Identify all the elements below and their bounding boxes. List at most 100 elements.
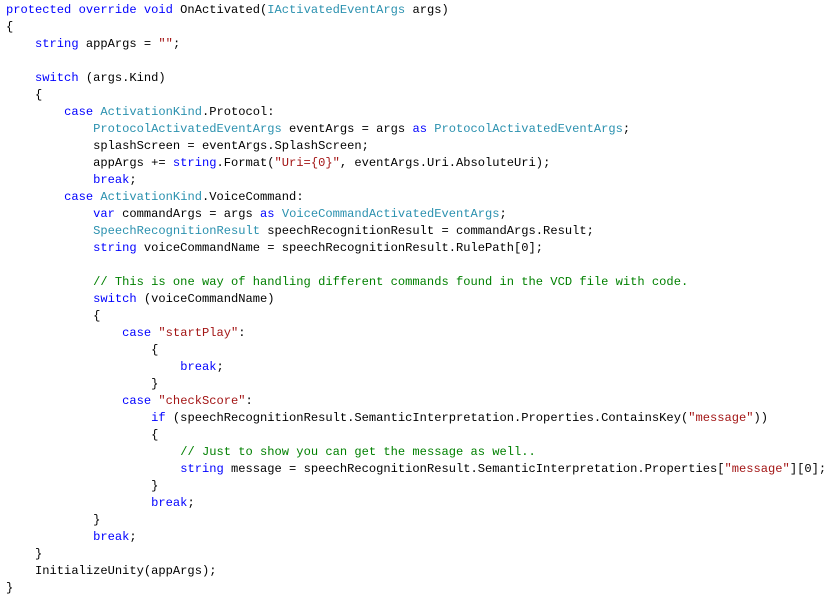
code-line: { [6, 342, 826, 359]
code-text: } [6, 377, 159, 391]
code-line: break; [6, 359, 826, 376]
code-text: InitializeUnity(appArgs); [6, 564, 217, 578]
code-line: // This is one way of handling different… [6, 274, 826, 291]
keyword-token: case [122, 326, 152, 340]
code-text [6, 445, 180, 459]
code-block: protected override void OnActivated(IAct… [6, 2, 826, 597]
code-text: : [245, 394, 253, 408]
code-text: commandArgs = args [114, 207, 261, 221]
code-text: { [6, 343, 159, 357]
code-text [6, 360, 180, 374]
code-text: voiceCommandName = speechRecognitionResu… [136, 241, 544, 255]
code-line: break; [6, 172, 826, 189]
code-line: case ActivationKind.Protocol: [6, 104, 826, 121]
keyword-token: protected override void [6, 3, 173, 17]
code-text: message = speechRecognitionResult.Semant… [223, 462, 725, 476]
code-line: // Just to show you can get the message … [6, 444, 826, 461]
code-text: } [6, 581, 14, 595]
code-text: .Format( [216, 156, 275, 170]
code-line: break; [6, 495, 826, 512]
keyword-token: break [93, 173, 130, 187]
code-line: protected override void OnActivated(IAct… [6, 2, 826, 19]
code-text: { [6, 309, 101, 323]
code-text [6, 224, 93, 238]
code-line: var commandArgs = args as VoiceCommandAc… [6, 206, 826, 223]
code-text: .VoiceCommand: [201, 190, 304, 204]
code-line: ProtocolActivatedEventArgs eventArgs = a… [6, 121, 826, 138]
keyword-token: var [93, 207, 115, 221]
code-text: ][0]; [789, 462, 827, 476]
keyword-token: string [93, 241, 137, 255]
code-text [6, 37, 35, 51]
code-line: splashScreen = eventArgs.SplashScreen; [6, 138, 826, 155]
comment-token: // This is one way of handling different… [93, 275, 689, 289]
code-text [6, 411, 151, 425]
code-text: : [238, 326, 246, 340]
code-line: { [6, 87, 826, 104]
keyword-token: string [35, 37, 79, 51]
code-text: } [6, 479, 159, 493]
string-literal-token: "checkScore" [158, 394, 246, 408]
type-token: ActivationKind [100, 105, 202, 119]
code-line: } [6, 512, 826, 529]
code-line: } [6, 376, 826, 393]
code-text [6, 207, 93, 221]
keyword-token: if [151, 411, 166, 425]
code-text: speechRecognitionResult = commandArgs.Re… [260, 224, 594, 238]
code-text: splashScreen = eventArgs.SplashScreen; [6, 139, 369, 153]
code-text [275, 207, 282, 221]
code-text: ; [129, 173, 137, 187]
code-text: ; [129, 530, 137, 544]
keyword-token: as [260, 207, 275, 221]
code-line: SpeechRecognitionResult speechRecognitio… [6, 223, 826, 240]
code-line: switch (voiceCommandName) [6, 291, 826, 308]
keyword-token: case [122, 394, 152, 408]
code-text [6, 190, 64, 204]
comment-token: // Just to show you can get the message … [180, 445, 536, 459]
code-text [6, 173, 93, 187]
code-text [6, 71, 35, 85]
code-text: , eventArgs.Uri.AbsoluteUri); [339, 156, 551, 170]
code-line [6, 53, 826, 70]
code-line: string message = speechRecognitionResult… [6, 461, 826, 478]
code-text [6, 105, 64, 119]
keyword-token: case [64, 190, 94, 204]
keyword-token: case [64, 105, 94, 119]
string-literal-token: "message" [724, 462, 790, 476]
keyword-token: switch [93, 292, 137, 306]
code-line: string voiceCommandName = speechRecognit… [6, 240, 826, 257]
code-text: ; [172, 37, 181, 51]
code-line: string appArgs = ""; [6, 36, 826, 53]
string-literal-token: "message" [688, 411, 754, 425]
code-text: } [6, 513, 101, 527]
code-line: } [6, 546, 826, 563]
type-token: IActivatedEventArgs [267, 3, 406, 17]
type-token: SpeechRecognitionResult [93, 224, 261, 238]
type-token: ProtocolActivatedEventArgs [434, 122, 623, 136]
code-line: } [6, 478, 826, 495]
keyword-token: break [151, 496, 188, 510]
code-text: appArgs += [6, 156, 173, 170]
code-text: args) [405, 3, 449, 17]
code-text: { [6, 428, 159, 442]
code-line [6, 257, 826, 274]
keyword-token: string [180, 462, 224, 476]
code-text [6, 530, 93, 544]
code-text: .Protocol: [201, 105, 275, 119]
code-text: ; [216, 360, 224, 374]
string-literal-token: "startPlay" [158, 326, 239, 340]
code-text [6, 462, 180, 476]
code-text: appArgs = [78, 37, 159, 51]
code-line: case "startPlay": [6, 325, 826, 342]
code-text: )) [753, 411, 769, 425]
code-text [6, 394, 122, 408]
code-text: (voiceCommandName) [136, 292, 275, 306]
code-text: { [6, 88, 43, 102]
code-text [6, 275, 93, 289]
code-text: ; [622, 122, 631, 136]
keyword-token: as [412, 122, 427, 136]
code-text [6, 241, 93, 255]
code-text: ; [187, 496, 195, 510]
code-text: } [6, 547, 43, 561]
type-token: ProtocolActivatedEventArgs [93, 122, 282, 136]
